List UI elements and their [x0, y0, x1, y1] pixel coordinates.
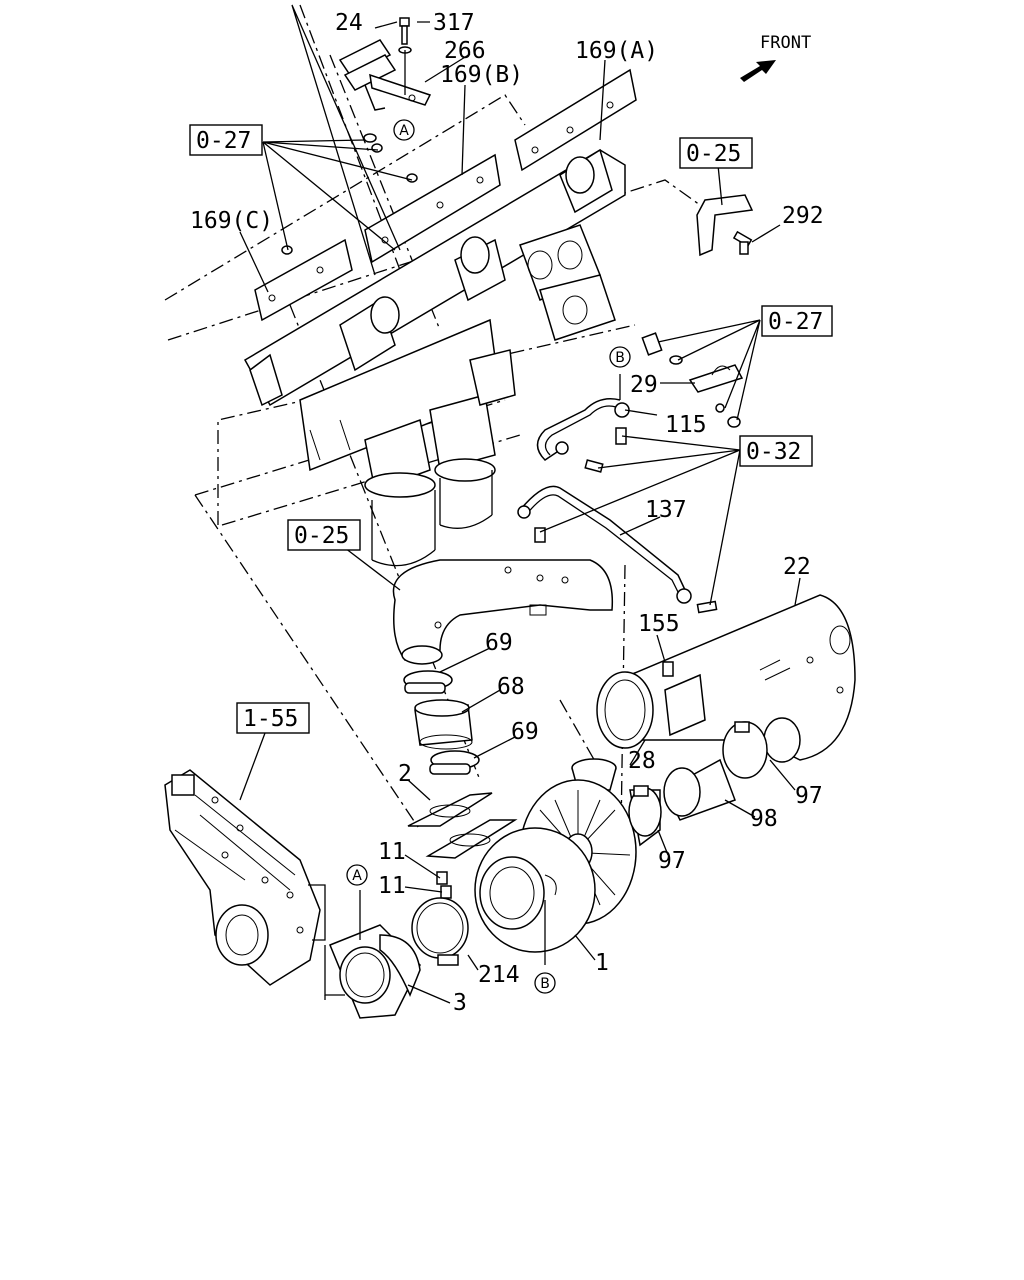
part-label: 28 — [628, 748, 656, 774]
svg-text:0-25: 0-25 — [686, 141, 741, 167]
exhaust-manifold — [243, 148, 626, 567]
svg-text:B: B — [615, 350, 625, 366]
reference-box-0-25-upper: 0-25 — [679, 137, 753, 169]
part-label: 97 — [795, 783, 823, 809]
part-label: 317 — [433, 10, 475, 36]
part-label: 11 — [378, 839, 406, 865]
reference-box-0-32: 0-32 — [739, 435, 813, 467]
front-indicator: FRONT — [740, 33, 811, 82]
part-label: 22 — [783, 554, 811, 580]
svg-text:0-27: 0-27 — [196, 128, 251, 154]
circle-marker-b-bottom: B — [534, 972, 556, 994]
clamp-97-right — [722, 721, 768, 779]
hose-98 — [663, 758, 736, 821]
front-label: FRONT — [760, 33, 811, 53]
svg-text:0-27: 0-27 — [768, 309, 823, 335]
part-label: 69 — [511, 719, 539, 745]
oil-pipes — [517, 398, 718, 614]
reference-box-0-27-right: 0-27 — [761, 305, 833, 337]
part-label: 292 — [782, 203, 824, 229]
heat-shield-169a — [514, 68, 637, 172]
hose-68 — [414, 699, 473, 750]
svg-text:0-32: 0-32 — [746, 439, 801, 465]
actuator-1-55 — [164, 769, 326, 986]
svg-text:0-25: 0-25 — [294, 523, 349, 549]
part-label: 1 — [595, 950, 609, 976]
part-label: 155 — [638, 611, 680, 637]
turbo-flange — [425, 758, 617, 859]
part-label: 3 — [453, 990, 467, 1016]
part-label: 115 — [665, 412, 707, 438]
front-arrow-icon — [740, 60, 776, 82]
part-labels: 24 317 266 169(B) 169(A) 169(C) 292 29 1… — [190, 10, 824, 1016]
part-label: 29 — [630, 372, 658, 398]
reference-box-1-55: 1-55 — [236, 702, 310, 734]
part-label: 98 — [750, 806, 778, 832]
part-label: 2 — [398, 761, 412, 787]
part-label: 169(A) — [575, 38, 658, 64]
gasket-2 — [407, 792, 493, 827]
reference-box-0-27-upper: 0-27 — [189, 124, 263, 156]
circle-marker-a-bottom: A — [346, 864, 368, 886]
svg-text:1-55: 1-55 — [243, 706, 298, 732]
studs-11 — [436, 871, 452, 899]
heat-shield-169c — [254, 238, 353, 322]
heat-shield-169b — [364, 153, 501, 264]
clamp-69-upper — [403, 670, 453, 694]
svg-text:A: A — [352, 868, 362, 884]
leader-lines — [239, 4, 801, 1004]
circle-marker-b-top: B — [609, 346, 631, 368]
elbow-3 — [329, 924, 421, 1019]
top-studs-bracket — [281, 17, 432, 255]
part-label: 266 — [444, 38, 486, 64]
part-label: 214 — [478, 962, 520, 988]
part-label: 68 — [497, 674, 525, 700]
svg-text:B: B — [540, 976, 550, 992]
clamp-97-left — [628, 785, 662, 837]
bracket-28 — [662, 661, 706, 737]
clamp-214 — [411, 897, 469, 966]
part-label: 24 — [335, 10, 363, 36]
circle-marker-a-top: A — [393, 119, 415, 141]
air-duct — [392, 559, 614, 665]
part-label: 11 — [378, 873, 406, 899]
svg-text:A: A — [399, 123, 409, 139]
part-label: 97 — [658, 848, 686, 874]
reference-box-0-25-lower: 0-25 — [287, 519, 361, 551]
bracket-29 — [641, 332, 744, 428]
part-label: 169(B) — [440, 62, 523, 88]
part-label: 69 — [485, 630, 513, 656]
part-label: 169(C) — [190, 208, 273, 234]
bracket-292 — [696, 194, 754, 257]
part-label: 137 — [645, 497, 687, 523]
clamp-69-lower — [429, 750, 480, 775]
